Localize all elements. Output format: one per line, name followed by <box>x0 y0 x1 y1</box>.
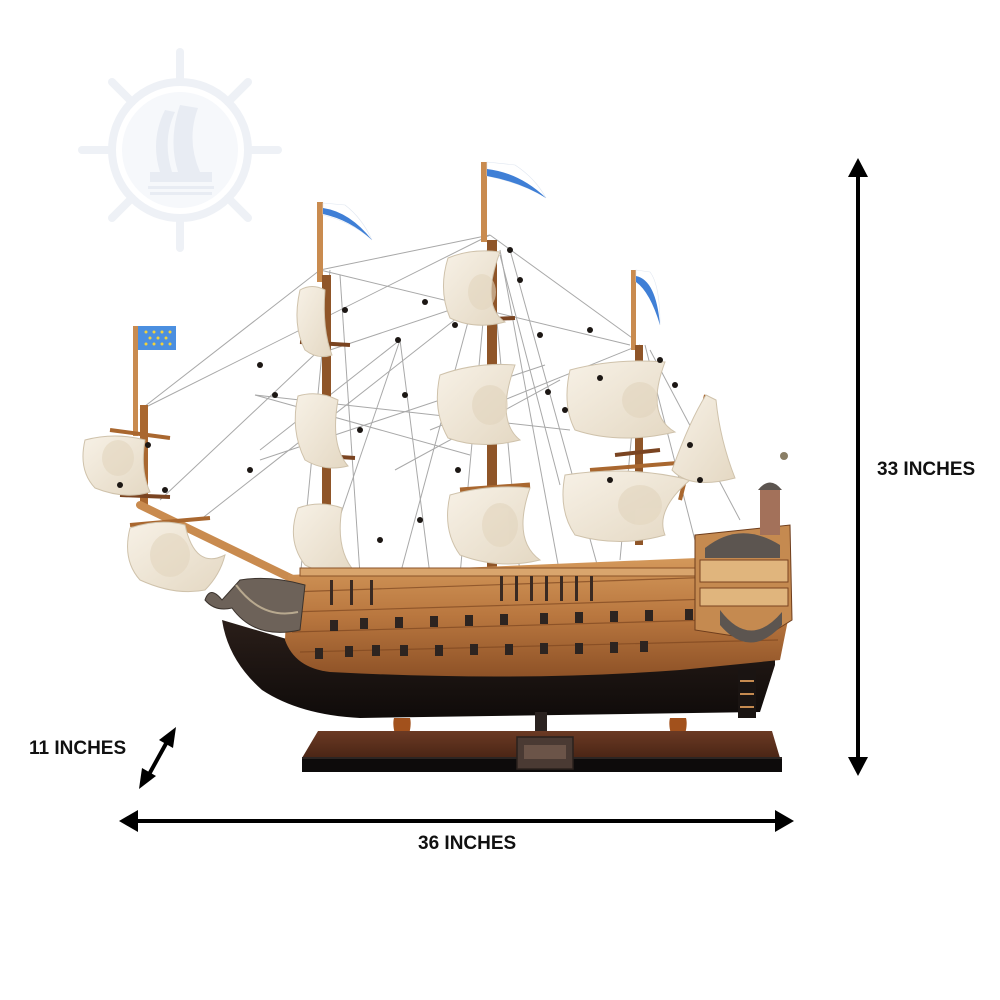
flags <box>138 161 661 350</box>
depth-dimension-label: 11 INCHES <box>29 738 127 759</box>
rigging-blocks <box>117 247 703 543</box>
depth-arrow-icon <box>139 727 176 789</box>
height-dimension-label: 33 INCHES <box>877 459 976 480</box>
gun-ports-upper <box>330 609 693 631</box>
gun-ports-lower <box>315 641 648 659</box>
width-arrow-icon <box>119 810 794 832</box>
width-dimension-label: 36 INCHES <box>418 833 517 854</box>
height-arrow-icon <box>848 158 868 776</box>
